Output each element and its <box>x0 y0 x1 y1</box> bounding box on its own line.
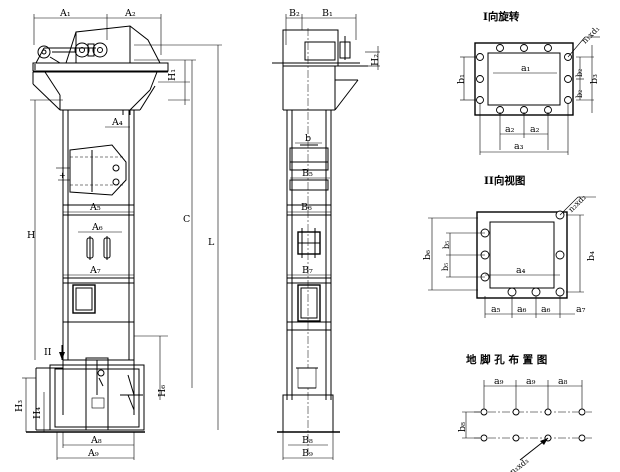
view-i-dim-b3: b₃ <box>589 74 600 84</box>
view-i: I向旋转 n₁xd₁ a₁ b₁ <box>456 10 601 155</box>
front-view: A₁ A₂ <box>14 8 222 460</box>
side-view: B₂ B₁ H₂ <box>272 8 381 460</box>
dim-h2: H₂ <box>370 54 381 66</box>
anchor-holes <box>480 408 586 442</box>
view-i-dim-b2b: b₂ <box>575 90 584 98</box>
anchor-dim-a9-mid: a₉ <box>526 376 536 387</box>
view-ii-holes-note: n₂xd₂ <box>567 193 588 214</box>
head-drive <box>32 25 169 73</box>
anchor-plan: 地 脚 孔 布 置 图 a₉ a₉ a₈ b₈ n₃xd₃ <box>457 353 592 472</box>
view-ii-dim-b6: b₆ <box>422 250 433 260</box>
view-i-dim-a3: a₃ <box>514 141 524 152</box>
dim-b8: B₈ <box>302 435 313 446</box>
access-window <box>72 284 96 314</box>
dim-h4: H₄ <box>32 407 43 419</box>
anchor-dim-a9-left: a₉ <box>494 376 504 387</box>
anchor-dim-a8: a₈ <box>558 376 568 387</box>
dim-b6: B₆ <box>301 202 312 213</box>
dim-b: b <box>305 133 311 144</box>
dim-b7: B₇ <box>302 265 313 276</box>
dim-h1: H₁ <box>167 69 178 81</box>
view-i-dim-a1: a₁ <box>521 63 531 74</box>
dim-a6: A₆ <box>91 222 103 233</box>
view-ii-dim-b5: b₅ <box>442 241 451 249</box>
dim-h6: H₆ <box>157 385 168 397</box>
view-ii-dim-a5: a₅ <box>491 304 501 315</box>
dim-b9: B₉ <box>302 448 313 459</box>
discharge-chute: + <box>56 144 127 196</box>
dim-a5: A₅ <box>89 202 101 213</box>
svg-text:+: + <box>59 171 66 180</box>
view-i-dim-a2-right: a₂ <box>530 124 540 135</box>
dim-a7: A₇ <box>89 265 101 276</box>
dim-a1: A₁ <box>59 8 71 19</box>
dim-b1: B₁ <box>322 8 333 19</box>
view-ii-dim-a6-left: a₆ <box>517 304 527 315</box>
dim-h3: H₃ <box>14 400 25 412</box>
side-discharge <box>289 144 329 191</box>
inspection-door <box>86 236 111 260</box>
view-i-holes-note: n₁xd₁ <box>580 24 601 45</box>
view-ii-dim-a4: a₄ <box>516 265 526 276</box>
boot-section <box>35 357 145 431</box>
view-ii-dim-b5-lower: b₅ <box>441 263 450 271</box>
view-i-dim-a2-left: a₂ <box>505 124 515 135</box>
side-head <box>272 29 368 111</box>
view-i-bolt-holes <box>476 44 572 114</box>
dim-l: L <box>208 237 215 248</box>
dim-a9: A₉ <box>87 448 99 459</box>
anchor-dim-b8: b₈ <box>457 422 468 432</box>
dim-a4: A₄ <box>111 117 123 128</box>
anchor-plan-title: 地 脚 孔 布 置 图 <box>466 353 547 366</box>
dim-b2: B₂ <box>289 8 300 19</box>
dim-a8: A₈ <box>90 435 102 446</box>
view-ii-dim-b4: b₄ <box>586 251 597 261</box>
view-i-dim-b1: b₁ <box>456 74 467 84</box>
view-ii-dim-a7: a₇ <box>576 304 586 315</box>
dim-c: C <box>183 214 190 225</box>
view-i-title: I向旋转 <box>483 10 520 23</box>
dim-a2: A₂ <box>124 8 136 19</box>
view-i-dim-b2: b₂ <box>575 69 584 77</box>
anchor-holes-note: n₃xd₃ <box>508 456 530 472</box>
view-ii-title: II向视图 <box>484 174 525 187</box>
dim-b5: B₅ <box>302 168 313 179</box>
view-ii-dim-a6-right: a₆ <box>541 304 551 315</box>
dim-h: H <box>27 230 35 241</box>
view-ii-bolt-holes <box>480 210 565 297</box>
view-ii: II向视图 n₂xd₂ b₅ b₅ b₆ b₄ a₄ <box>422 174 597 318</box>
head-hood <box>32 71 158 115</box>
view-marker-ii: II <box>44 347 52 358</box>
side-window <box>297 284 321 322</box>
side-casing <box>286 110 332 400</box>
